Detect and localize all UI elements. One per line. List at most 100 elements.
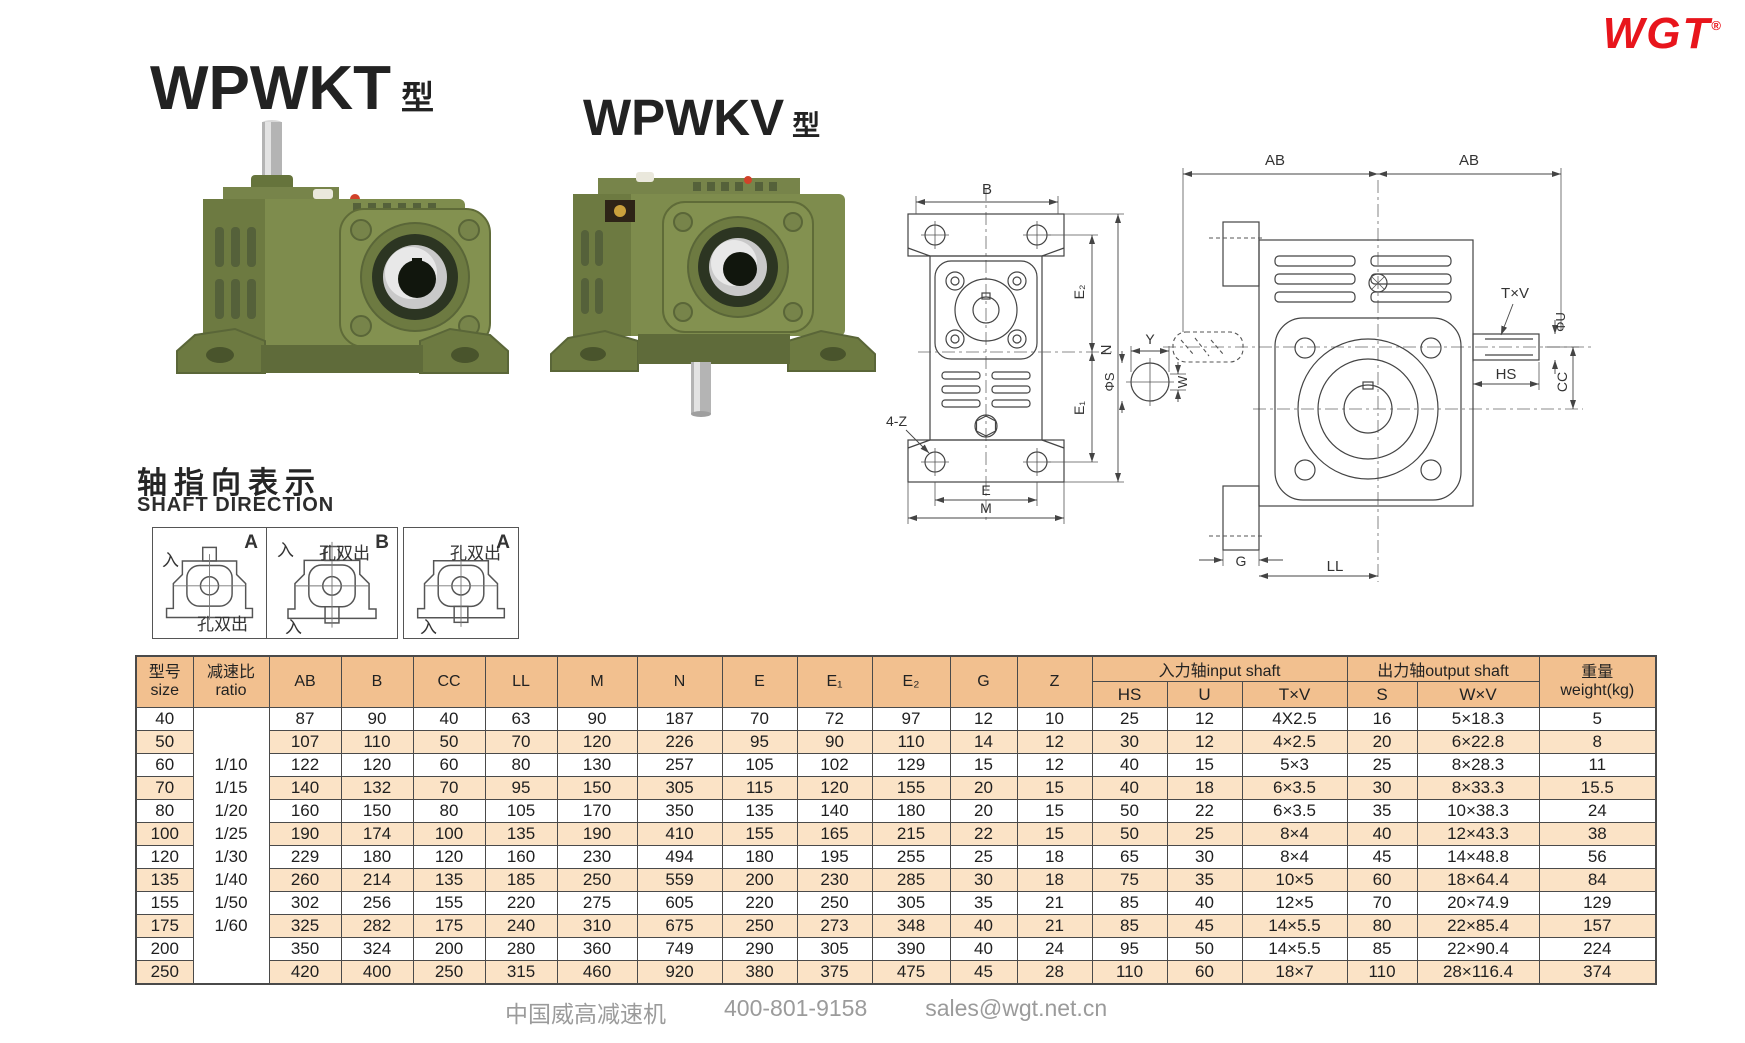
table-cell: 215 bbox=[871, 822, 951, 846]
title-wpwkt-text: WPWKT bbox=[150, 54, 392, 123]
table-cell: 14×5.5 bbox=[1241, 914, 1348, 938]
table-cell: 155 bbox=[871, 776, 951, 800]
table-cell: 229 bbox=[268, 845, 342, 869]
table-cell: 230 bbox=[556, 845, 638, 869]
table-cell: 150 bbox=[340, 799, 414, 823]
table-cell: 14×5.5 bbox=[1241, 937, 1348, 961]
table-cell: 224 bbox=[1538, 937, 1657, 961]
table-cell: 390 bbox=[871, 937, 951, 961]
table-cell: 120 bbox=[412, 845, 486, 869]
table-cell: 605 bbox=[636, 891, 723, 915]
footer-email[interactable]: sales@wgt.net.cn bbox=[925, 995, 1108, 1021]
table-cell: 15.5 bbox=[1538, 776, 1657, 800]
table-cell: 155 bbox=[412, 891, 486, 915]
table-cell: 28 bbox=[1016, 960, 1093, 985]
col-header-b: B bbox=[340, 655, 414, 708]
table-cell: 174 bbox=[340, 822, 414, 846]
dim-label-txv: T×V bbox=[1501, 285, 1529, 302]
product-photo-wpwkt bbox=[176, 120, 509, 374]
table-cell: 85 bbox=[1346, 937, 1418, 961]
table-cell: 310 bbox=[556, 914, 638, 938]
col-header-ab: AB bbox=[268, 655, 342, 708]
table-cell: 410 bbox=[636, 822, 723, 846]
table-cell: 20 bbox=[1346, 730, 1418, 754]
table-cell: 155 bbox=[721, 822, 798, 846]
table-cell: 18 bbox=[1016, 845, 1093, 869]
table-cell: 90 bbox=[340, 707, 414, 731]
dim-label-4z: 4-Z bbox=[886, 413, 907, 429]
table-cell: 25 bbox=[949, 845, 1018, 869]
table-cell: 18×64.4 bbox=[1416, 868, 1540, 892]
table-cell: 21 bbox=[1016, 891, 1093, 915]
table-cell: 15 bbox=[1016, 822, 1093, 846]
col-header-g: G bbox=[949, 655, 1018, 708]
table-cell: 302 bbox=[268, 891, 342, 915]
table-cell: 325 bbox=[268, 914, 342, 938]
table-cell: 30 bbox=[1166, 845, 1243, 869]
table-cell: 40 bbox=[1091, 776, 1168, 800]
dim-label-cc: CC bbox=[1554, 372, 1570, 392]
table-cell: 275 bbox=[556, 891, 638, 915]
dim-label-ab-right: AB bbox=[1459, 152, 1479, 169]
table-cell: 4×2.5 bbox=[1241, 730, 1348, 754]
table-cell: 45 bbox=[1346, 845, 1418, 869]
table-cell: 22×85.4 bbox=[1416, 914, 1540, 938]
col-header-m: M bbox=[556, 655, 638, 708]
table-cell: 22 bbox=[1166, 799, 1243, 823]
table-cell: 420 bbox=[268, 960, 342, 985]
dim-label-m: M bbox=[980, 500, 992, 516]
shaft-box-label: 入 bbox=[162, 551, 179, 570]
table-cell: 120 bbox=[135, 845, 194, 869]
table-cell: 14×48.8 bbox=[1416, 845, 1540, 869]
table-cell: 380 bbox=[721, 960, 798, 985]
table-cell: 190 bbox=[268, 822, 342, 846]
col-header-e: E bbox=[721, 655, 798, 708]
table-cell: 110 bbox=[871, 730, 951, 754]
table-cell: 80 bbox=[412, 799, 486, 823]
table-cell: 60 bbox=[412, 753, 486, 777]
table-cell: 180 bbox=[871, 799, 951, 823]
registered-mark: ® bbox=[1711, 18, 1721, 33]
table-cell: 250 bbox=[556, 868, 638, 892]
table-cell: 40 bbox=[1091, 753, 1168, 777]
table-cell: 8×4 bbox=[1241, 845, 1348, 869]
table-cell: 160 bbox=[268, 799, 342, 823]
brand-logo-text: WGT bbox=[1602, 9, 1712, 58]
table-cell: 35 bbox=[1166, 868, 1243, 892]
table-cell: 25 bbox=[1091, 707, 1168, 731]
table-cell: 226 bbox=[636, 730, 723, 754]
table-cell: 180 bbox=[721, 845, 798, 869]
table-cell: 50 bbox=[1091, 822, 1168, 846]
table-cell: 40 bbox=[949, 914, 1018, 938]
table-cell: 90 bbox=[556, 707, 638, 731]
table-cell: 305 bbox=[636, 776, 723, 800]
table-cell: 6×22.8 bbox=[1416, 730, 1540, 754]
table-cell: 15 bbox=[1016, 799, 1093, 823]
table-cell: 350 bbox=[268, 937, 342, 961]
table-cell: 12 bbox=[1166, 707, 1243, 731]
ratio-value: 1/60 bbox=[214, 915, 248, 935]
table-cell: 290 bbox=[721, 937, 798, 961]
product-photo-wpwkv bbox=[550, 172, 876, 417]
table-cell: 282 bbox=[340, 914, 414, 938]
table-cell: 230 bbox=[796, 868, 873, 892]
drawing-front-view: B E₂ E₁ N 4-Z E M Y W ΦS bbox=[886, 181, 1188, 524]
table-cell: 360 bbox=[556, 937, 638, 961]
table-cell: 18 bbox=[1016, 868, 1093, 892]
table-cell: 70 bbox=[135, 776, 194, 800]
table-cell: 22 bbox=[949, 822, 1018, 846]
dim-label-e2: E₂ bbox=[1071, 285, 1087, 300]
col-header-ratio: 减速比 ratio bbox=[192, 655, 270, 708]
table-cell: 324 bbox=[340, 937, 414, 961]
table-cell: 70 bbox=[412, 776, 486, 800]
table-cell: 250 bbox=[135, 960, 194, 985]
table-cell: 220 bbox=[484, 891, 558, 915]
col-group-input-shaft: 入力轴input shaft bbox=[1091, 655, 1348, 682]
table-cell: 30 bbox=[949, 868, 1018, 892]
